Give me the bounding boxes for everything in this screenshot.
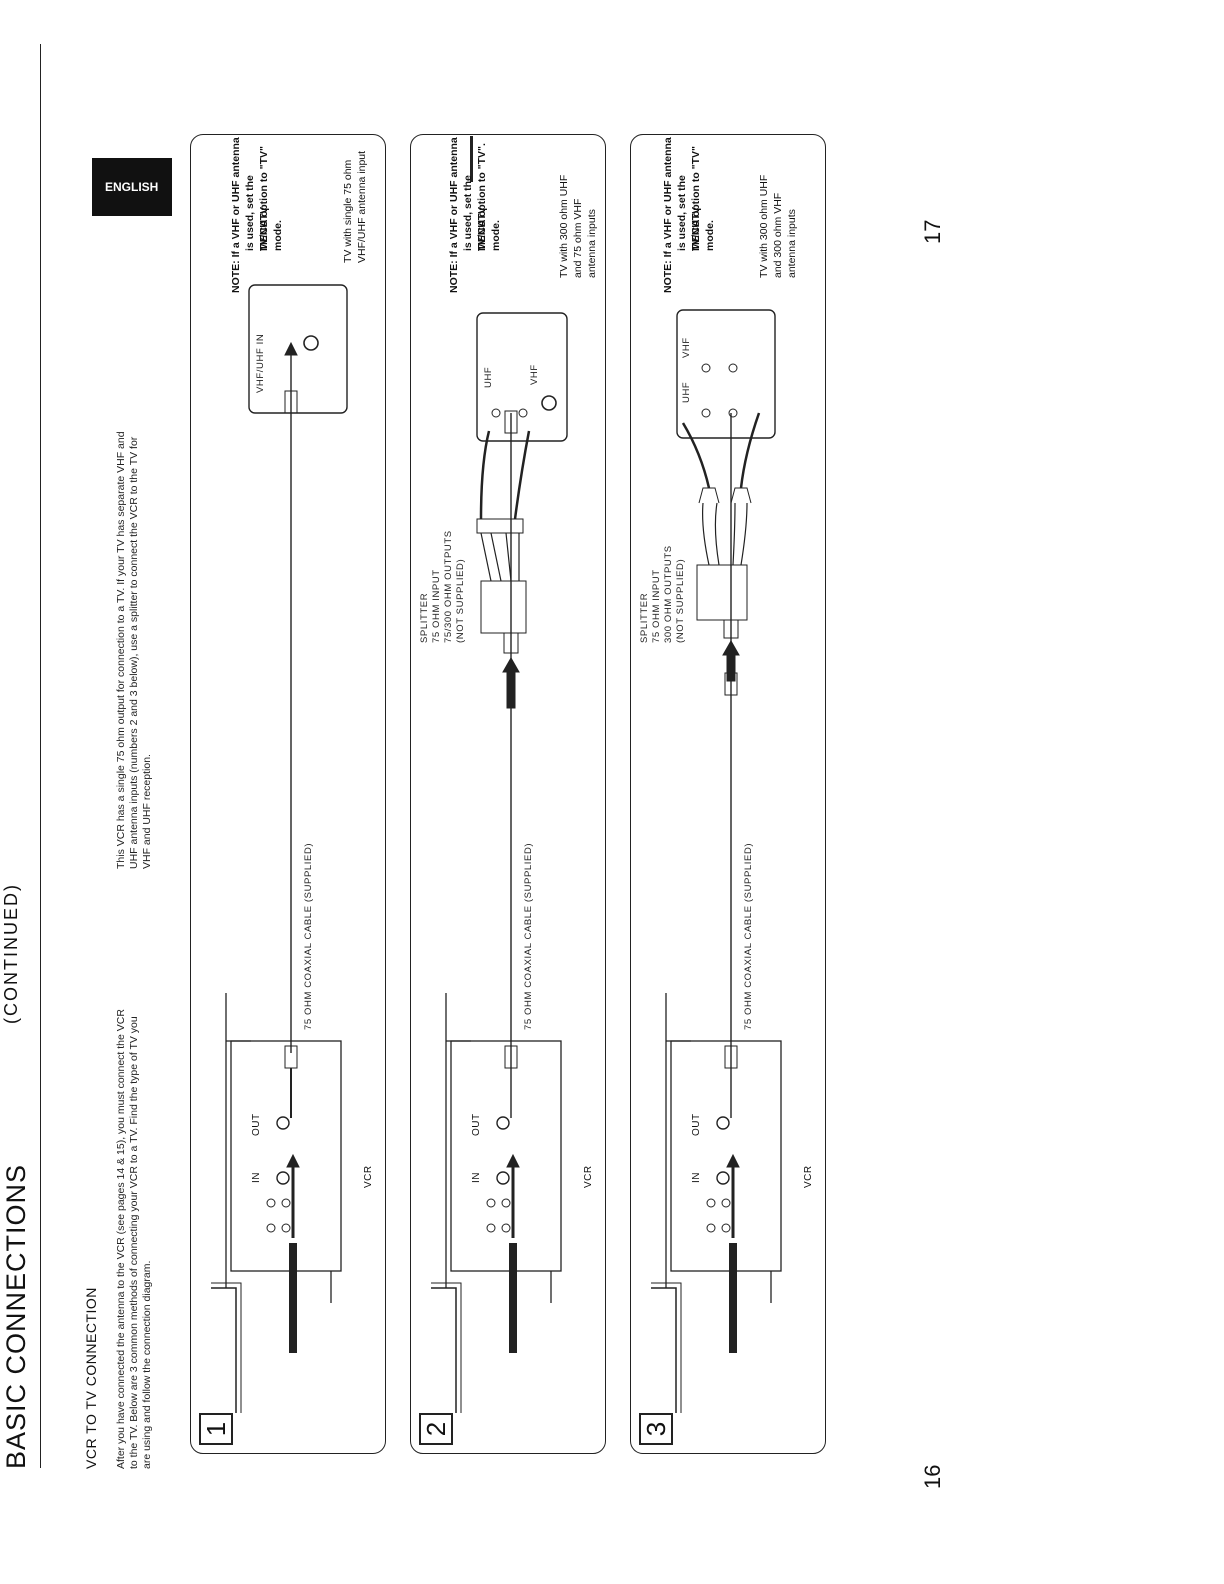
vcr-in-label: IN <box>471 1172 482 1183</box>
note-line-1: NOTE: If a VHF or UHF antenna <box>230 137 242 293</box>
note-line-1: NOTE: If a VHF or UHF antenna <box>448 137 460 293</box>
vcr-label: VCR <box>803 1165 814 1188</box>
vcr-out-label: OUT <box>251 1113 262 1136</box>
vcr-ports <box>486 1116 511 1233</box>
cable-plug <box>504 1045 518 1069</box>
note-line-3: MENU option to "TV". <box>476 143 488 251</box>
page-number-right: 17 <box>920 219 945 244</box>
tv-uhf-port <box>728 408 738 418</box>
tv-vhf-port <box>541 395 557 411</box>
panel-1: 1 <box>190 134 386 1454</box>
section-heading: VCR TO TV CONNECTION <box>83 1287 99 1469</box>
tv-port-label: VHF/UHF IN <box>255 333 266 393</box>
cable-label: 75 OHM COAXIAL CABLE (SUPPLIED) <box>303 842 314 1030</box>
panel-2: 2 <box>410 134 606 1454</box>
vcr-in-label: IN <box>251 1172 262 1183</box>
cable-plug <box>504 410 518 434</box>
panel-3: 3 <box>630 134 826 1454</box>
tv-description-2: VHF/UHF antenna input <box>356 150 368 263</box>
diagram-2 <box>431 312 568 1413</box>
cable-label: 75 OHM COAXIAL CABLE (SUPPLIED) <box>523 842 534 1030</box>
note-line-4: mode. <box>490 220 502 251</box>
note-line-3: MENU option to "TV" <box>690 145 702 251</box>
splitter-label-1: SPLITTER <box>419 592 430 643</box>
vcr-ports <box>706 1116 731 1233</box>
tv-vhf-port <box>728 363 738 373</box>
tv-description-3: antenna inputs <box>786 209 798 278</box>
vcr-label: VCR <box>583 1165 594 1188</box>
tv-uhf-port <box>518 408 528 418</box>
tv-uhf-label: UHF <box>483 366 494 388</box>
tv-vhf-label: VHF <box>529 364 540 385</box>
vcr-out-label: OUT <box>471 1113 482 1136</box>
tv-description-2: and 300 ohm VHF <box>772 192 784 278</box>
intro-left-text: After you have connected the antenna to … <box>115 1009 153 1469</box>
splitter-label-3: 75/300 OHM OUTPUTS <box>443 530 454 643</box>
note-line-1: NOTE: If a VHF or UHF antenna <box>662 137 674 293</box>
tv-panel <box>676 309 776 439</box>
splitter-drawing <box>476 430 531 654</box>
cable-plug <box>724 672 738 696</box>
splitter-label-2: 75 OHM INPUT <box>431 569 442 643</box>
tv-description-3: antenna inputs <box>586 209 598 278</box>
cable-label: 75 OHM COAXIAL CABLE (SUPPLIED) <box>743 842 754 1030</box>
splitter-label-4: (NOT SUPPLIED) <box>455 558 466 643</box>
diagram-1 <box>211 284 348 1413</box>
vcr-drawing <box>651 993 782 1413</box>
page-title: BASIC CONNECTIONS <box>1 1163 31 1469</box>
splitter-label-3: 300 OHM OUTPUTS <box>663 545 674 643</box>
vcr-label: VCR <box>363 1165 374 1188</box>
language-tab: ENGLISH <box>92 158 172 216</box>
vcr-drawing <box>431 993 562 1413</box>
intro-right-text: This VCR has a single 75 ohm output for … <box>115 431 153 869</box>
diagram-3 <box>651 309 782 1413</box>
splitter-label-1: SPLITTER <box>639 592 650 643</box>
arrows <box>284 341 300 1238</box>
tv-description-1: TV with 300 ohm UHF <box>558 174 570 278</box>
vcr-drawing <box>211 993 342 1413</box>
note-line-4: mode. <box>272 220 284 251</box>
tv-description-1: TV with single 75 ohm <box>342 159 354 263</box>
vcr-out-label: OUT <box>691 1113 702 1136</box>
tv-description-1: TV with 300 ohm UHF <box>758 174 770 278</box>
tv-description-2: and 75 ohm VHF <box>572 198 584 278</box>
antenna-input-cable <box>729 1243 737 1353</box>
splitter-drawing <box>681 412 761 639</box>
tv-uhf-port <box>701 408 711 418</box>
arrows <box>722 413 740 1238</box>
note-line-3: MENU option to "TV" <box>258 145 270 251</box>
vcr-in-label: IN <box>691 1172 702 1183</box>
antenna-input-cable <box>289 1243 297 1353</box>
tv-vhf-port <box>701 363 711 373</box>
splitter-label-2: 75 OHM INPUT <box>651 569 662 643</box>
cable-plug <box>284 1045 298 1069</box>
antenna-input-cable <box>509 1243 517 1353</box>
tv-vhf-label: VHF <box>681 337 692 358</box>
tv-uhf-label: UHF <box>681 381 692 403</box>
tv-uhf-port <box>491 408 501 418</box>
tv-port <box>303 335 319 351</box>
continued-label: (CONTINUED) <box>1 883 21 1024</box>
splitter-label-4: (NOT SUPPLIED) <box>675 558 686 643</box>
arrows <box>502 413 520 1238</box>
cable-plug <box>724 1045 738 1069</box>
page-number-left: 16 <box>920 1464 945 1489</box>
header-rule <box>40 44 41 1468</box>
tv-panel <box>248 284 348 414</box>
tv-panel <box>476 312 568 442</box>
note-line-4: mode. <box>704 220 716 251</box>
vcr-ports <box>266 1116 291 1233</box>
